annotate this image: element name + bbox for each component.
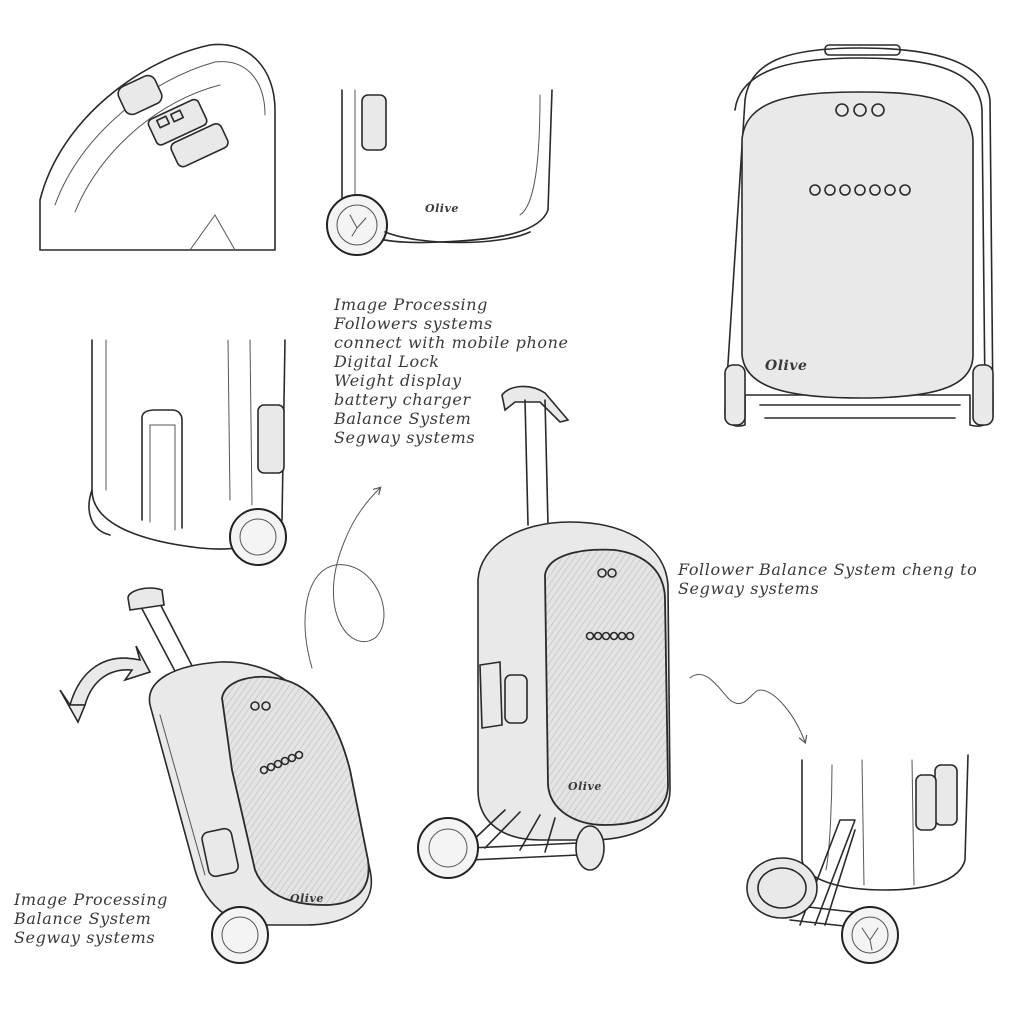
feature-item: battery charger [334,390,471,409]
feature-item: connect with mobile phone [334,333,569,352]
feature-item: Balance System [14,909,152,928]
connector-arrow-up [304,488,385,669]
feature-item: Segway systems [334,428,476,447]
brand-logo-text: Olive [765,358,807,374]
rear-view-sketch [88,339,287,566]
feature-item: Balance System [334,409,472,428]
brand-logo-text: Olive [425,202,459,215]
wheel-detail-sketch: Olive [326,89,553,256]
feature-item: Image Processing [14,890,168,909]
feature-item: Image Processing [334,295,488,314]
feature-item: Digital Lock [334,352,440,371]
caption-line: Segway systems [678,579,820,598]
feature-item: Segway systems [14,928,156,947]
suitcase-perspective-sketch: Olive [59,587,373,964]
feature-item: Weight display [334,371,462,390]
brand-logo-text: Olive [568,780,602,793]
features-note: Image Processing Followers systems conne… [334,295,569,447]
bottom-left-note: Image Processing Balance System Segway s… [14,890,168,947]
scooter-mode-sketch: Olive [417,385,671,879]
front-view-sketch: Olive [724,44,994,427]
caption-line: Follower Balance System cheng to [678,560,978,579]
brand-logo-text: Olive [290,892,324,905]
feature-item: Followers systems [334,314,493,333]
balance-wheels-sketch [746,754,969,964]
scooter-caption: Follower Balance System cheng to Segway … [678,560,977,598]
lock-detail-sketch [39,43,276,251]
connector-arrow-right [689,674,805,742]
